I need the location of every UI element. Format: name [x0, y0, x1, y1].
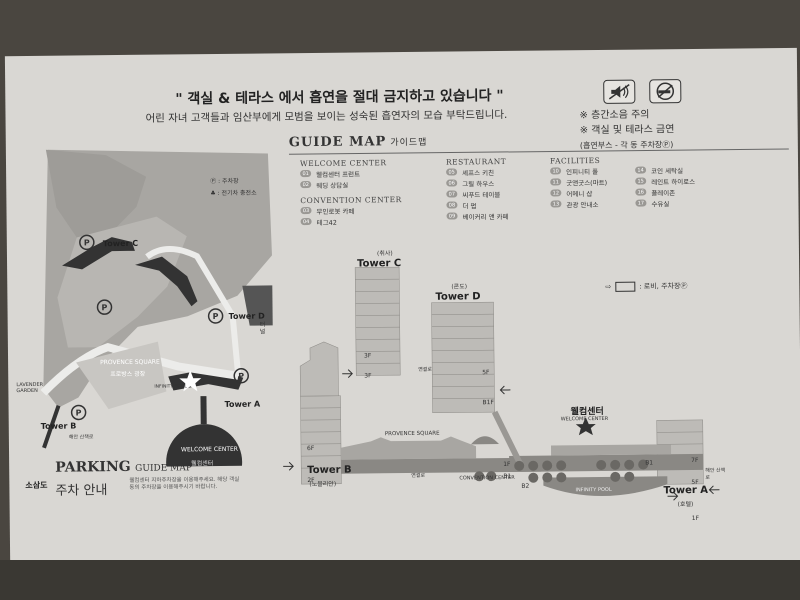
diagram-tower-a-kr: (호텔): [677, 501, 694, 509]
parking-map-graphic: P P P P P: [31, 149, 273, 506]
parking-title-kr: 주차 안내: [55, 483, 108, 499]
floor-label: 2F: [307, 476, 315, 485]
lavender-garden-label: LAVENDER GARDEN: [16, 381, 44, 395]
parking-title: PARKING: [55, 458, 131, 476]
floor-label: B1: [645, 459, 654, 467]
svg-text:P: P: [213, 312, 219, 321]
diagram-tower-a-label: Tower A: [663, 484, 709, 497]
no-smoking-icon: [649, 79, 682, 104]
legend-ev-charger: ♣ : 전기차 충전소: [210, 189, 257, 198]
map-provence-square-label: PROVENCE SQUARE: [100, 358, 160, 367]
guide-map-title-kr: 가이드맵: [390, 137, 428, 149]
map-welcome-center-label: WELCOME CENTER: [180, 445, 238, 454]
table-shadow: [0, 560, 800, 600]
diagram-tower-d-kr: (콘도): [451, 283, 468, 291]
right-notes: ※ 층간소음 주의 ※ 객실 및 테라스 금연 (흡연부스 - 각 동 주차장Ⓟ…: [579, 107, 674, 153]
floor-label: 5F: [482, 369, 490, 377]
corridor-label: 연결로: [411, 472, 426, 479]
svg-text:P: P: [84, 238, 90, 247]
diagram-tower-b-label: Tower B: [307, 464, 352, 477]
map-tower-a-label: Tower A: [224, 399, 261, 409]
floor-label: 7F: [691, 456, 699, 465]
parking-description: 웰컴센터 지하주차장을 이용해주세요. 해당 객실 동의 주차장을 이용해주시기…: [129, 476, 240, 491]
map-tower-c-label: Tower C: [102, 238, 139, 249]
parking-subtitle: GUIDE MAP: [135, 463, 192, 474]
floor-label: B1: [503, 472, 512, 481]
welcome-center-heading: WELCOME CENTER: [299, 158, 387, 169]
noise-note: ※ 층간소음 주의: [579, 109, 650, 122]
parking-guide-title: PARKING GUIDE MAP: [55, 458, 192, 476]
smoking-etiquette-notice: 어린 자녀 고객들과 임산부에게 모범을 보이는 성숙된 흡연자의 모습 부탁드…: [145, 108, 508, 125]
map-welcome-center-kr: 웰컴센터: [191, 460, 214, 468]
notice-icons: [603, 79, 682, 104]
no-smoking-notice: " 객실 & 테라스 에서 흡연을 절대 금지하고 있습니다 ": [175, 87, 504, 108]
floor-label: 1F: [503, 460, 511, 469]
guide-map-rule: [288, 148, 789, 155]
diagram-provence-square: PROVENCE SQUARE: [384, 430, 440, 438]
diagram-trail-label: 해안 산책로: [705, 467, 726, 481]
svg-text:P: P: [238, 372, 244, 381]
diagram-welcome-center-en: WELCOME CENTER: [560, 415, 609, 423]
diagram-tower-c-kr: (취사): [376, 250, 393, 258]
diagram-tower-d-label: Tower D: [435, 291, 481, 303]
parking-map: P P P P P Ⓟ : 주차장 ♣ : 전기차 충전소 Tower C Tower…: [16, 145, 279, 506]
svg-text:P: P: [76, 408, 82, 417]
floor-label: B2: [521, 482, 530, 490]
legend-parking: Ⓟ : 주차장: [210, 177, 239, 186]
sosamdo-label: 소삼도: [25, 480, 48, 491]
guide-sheet: " 객실 & 테라스 에서 흡연을 절대 금지하고 있습니다 " 어린 자녀 고…: [4, 47, 800, 573]
noise-warning-icon: [603, 79, 636, 104]
map-provence-square-kr: 프로방스 광장: [110, 370, 146, 379]
diagram-infinity-pool: INFINITY POOL: [575, 486, 612, 494]
map-infinity-pool-label: INFINITY POOL: [154, 384, 187, 390]
room-no-smoking-note: ※ 객실 및 테라스 금연: [579, 124, 675, 137]
guide-map-title-en: GUIDE MAP: [288, 134, 387, 151]
cross-section-diagram: [283, 266, 720, 501]
map-tower-d-label: Tower D: [228, 311, 265, 321]
floor-label: 3F: [364, 352, 372, 360]
floor-label: 5F: [691, 478, 699, 487]
corridor-label: 연결로: [418, 366, 433, 373]
floor-label: 3F: [364, 372, 372, 380]
convention-center-heading: CONVENTION CENTER: [300, 195, 402, 206]
diagram-tower-c-label: Tower C: [357, 258, 402, 270]
floor-label: 1F: [691, 514, 700, 523]
restaurant-heading: RESTAURANT: [445, 156, 507, 167]
map-trail-label: 해안 산책로: [68, 434, 94, 441]
floor-label: 6F: [306, 444, 315, 453]
svg-text:P: P: [101, 303, 107, 312]
tunnel-label: 터널: [259, 321, 266, 336]
floor-label: B1F: [482, 399, 494, 407]
map-tower-b-label: Tower B: [40, 421, 77, 431]
